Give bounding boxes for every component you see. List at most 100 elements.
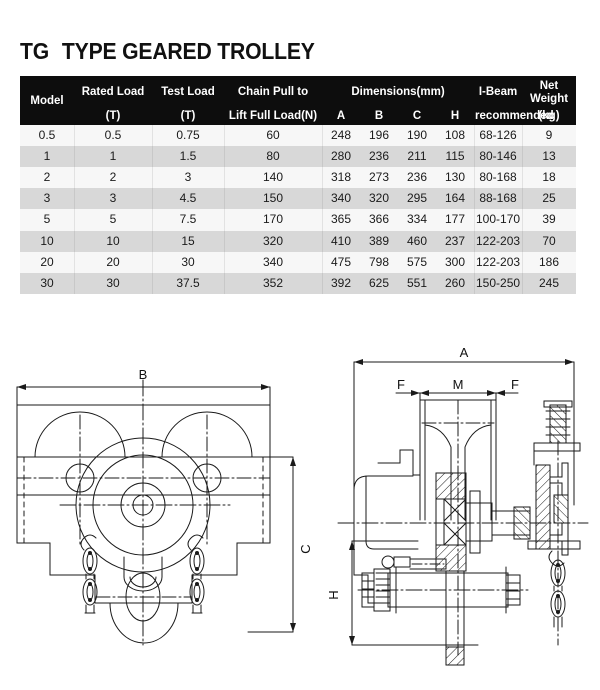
- col-chain-pull-unit: Lift Full Load(N): [224, 107, 322, 125]
- cell-c: 190: [398, 124, 436, 146]
- cell-c: 551: [398, 272, 436, 295]
- col-dim-c: C: [398, 107, 436, 125]
- title-text: TYPE GEARED TROLLEY: [61, 37, 315, 64]
- cell-c: 334: [398, 209, 436, 231]
- cell-c: 295: [398, 188, 436, 210]
- cell-model: 20: [20, 251, 74, 273]
- cell-a: 280: [322, 145, 360, 167]
- cell-rated_load: 1: [74, 145, 152, 167]
- cell-h: 177: [436, 209, 475, 231]
- cell-test_load: 3: [152, 167, 224, 189]
- hand-chain-right: [187, 534, 205, 614]
- bolt-detail: [543, 400, 573, 444]
- cell-b: 366: [360, 209, 398, 231]
- col-dim-a: A: [322, 107, 360, 125]
- cell-test_load: 7.5: [152, 209, 224, 231]
- cell-weight: 13: [522, 145, 576, 167]
- wheel-bearing-assembly: [435, 472, 493, 572]
- cell-weight: 25: [522, 188, 576, 210]
- cell-rated_load: 10: [74, 230, 152, 252]
- cell-model: 2: [20, 167, 74, 189]
- cell-b: 236: [360, 145, 398, 167]
- cell-test_load: 1.5: [152, 145, 224, 167]
- cell-chain_pull: 170: [224, 209, 322, 231]
- cell-a: 365: [322, 209, 360, 231]
- col-ibeam: I-Beam: [474, 76, 522, 108]
- cell-weight: 70: [522, 230, 576, 252]
- dim-label-f-left: F: [397, 377, 405, 392]
- spec-table-wrapper: Model Rated Load Test Load Chain Pull to…: [20, 76, 576, 295]
- cell-h: 164: [436, 188, 475, 210]
- cell-test_load: 15: [152, 230, 224, 252]
- cell-b: 320: [360, 188, 398, 210]
- cell-h: 115: [436, 145, 475, 167]
- spec-table: Model Rated Load Test Load Chain Pull to…: [20, 76, 576, 295]
- cell-a: 248: [322, 124, 360, 146]
- cell-h: 300: [436, 251, 475, 273]
- col-test-load: Test Load: [152, 76, 224, 108]
- cell-model: 3: [20, 188, 74, 210]
- cell-h: 260: [436, 272, 475, 295]
- cell-ibeam: 80-168: [474, 167, 522, 189]
- cell-h: 108: [436, 124, 475, 146]
- cell-weight: 186: [522, 251, 576, 273]
- cell-c: 211: [398, 145, 436, 167]
- cell-rated_load: 3: [74, 188, 152, 210]
- dimension-line-h: [349, 540, 479, 646]
- col-net-weight-unit: (kg): [522, 107, 576, 125]
- side-view-drawing: A F M F H: [318, 345, 600, 690]
- cell-weight: 18: [522, 167, 576, 189]
- col-model: Model: [20, 76, 74, 125]
- cell-ibeam: 100-170: [474, 209, 522, 231]
- cell-rated_load: 5: [74, 209, 152, 231]
- col-chain-pull: Chain Pull to: [224, 76, 322, 108]
- cell-weight: 245: [522, 272, 576, 295]
- dim-label-m: M: [453, 377, 464, 392]
- cell-a: 318: [322, 167, 360, 189]
- cell-chain_pull: 140: [224, 167, 322, 189]
- col-dim-b: B: [360, 107, 398, 125]
- cell-model: 10: [20, 230, 74, 252]
- cell-ibeam: 88-168: [474, 188, 522, 210]
- col-dimensions-group: Dimensions(mm): [322, 76, 475, 108]
- cell-test_load: 30: [152, 251, 224, 273]
- cell-chain_pull: 352: [224, 272, 322, 295]
- sprocket-assembly: [527, 440, 581, 646]
- title-code: TG: [20, 37, 50, 64]
- cell-c: 460: [398, 230, 436, 252]
- cell-b: 798: [360, 251, 398, 273]
- cell-chain_pull: 150: [224, 188, 322, 210]
- cell-weight: 39: [522, 209, 576, 231]
- dim-label-f-right: F: [511, 377, 519, 392]
- table-header: Model Rated Load Test Load Chain Pull to…: [20, 76, 576, 125]
- hanging-chain: [548, 550, 566, 628]
- col-ibeam-sub: recommended: [474, 107, 554, 125]
- cell-rated_load: 2: [74, 167, 152, 189]
- dimension-line-c: [247, 456, 296, 633]
- dimension-line-fmf: [395, 390, 519, 406]
- cell-c: 575: [398, 251, 436, 273]
- cell-chain_pull: 80: [224, 145, 322, 167]
- col-net-weight: Net Weight: [522, 76, 576, 108]
- cell-chain_pull: 320: [224, 230, 322, 252]
- cell-b: 196: [360, 124, 398, 146]
- cell-test_load: 4.5: [152, 188, 224, 210]
- cell-b: 625: [360, 272, 398, 295]
- cell-model: 1: [20, 145, 74, 167]
- col-test-load-unit: (T): [152, 107, 224, 125]
- cell-a: 410: [322, 230, 360, 252]
- dim-label-h: H: [326, 590, 341, 599]
- cell-h: 237: [436, 230, 475, 252]
- dim-label-b: B: [139, 367, 148, 382]
- cell-chain_pull: 60: [224, 124, 322, 146]
- front-view-drawing: B C: [0, 345, 320, 690]
- cell-h: 130: [436, 167, 475, 189]
